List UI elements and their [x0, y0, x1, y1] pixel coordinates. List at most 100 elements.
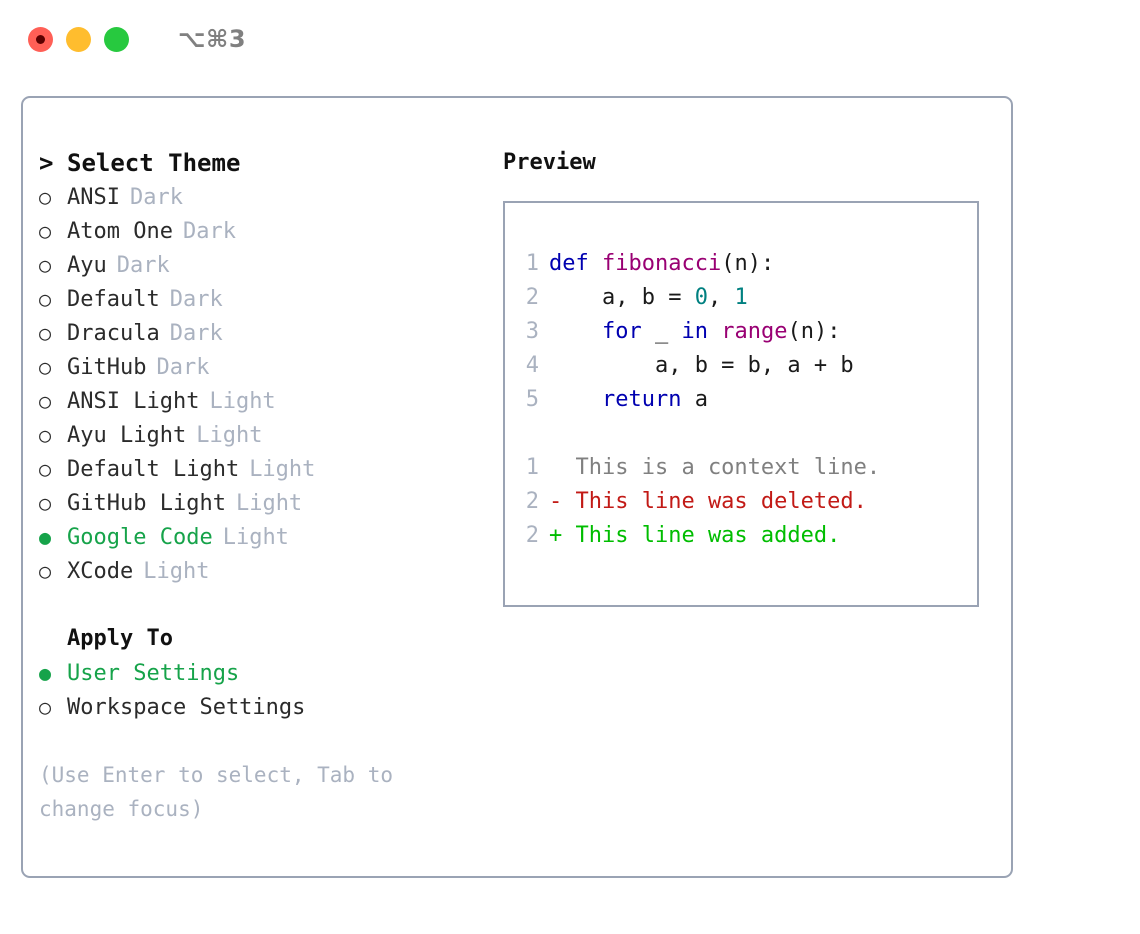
keyboard-hint: (Use Enter to select, Tab to change focu…: [39, 763, 406, 821]
code-token-kw: for: [601, 319, 642, 344]
diff-line: 1 This is a context line.: [505, 451, 977, 485]
theme-variant-tag: Light: [222, 525, 289, 550]
theme-option-label: Ayu Light: [67, 423, 187, 448]
code-token-fn: range: [721, 319, 788, 344]
theme-option-label: Default: [67, 287, 160, 312]
radio-selected-icon: ●: [39, 661, 52, 685]
apply-to-option-label: Workspace Settings: [67, 695, 306, 720]
theme-option-default[interactable]: ○ Default Dark: [39, 282, 479, 316]
code-token-kw: def: [549, 251, 602, 276]
radio-unselected-icon: ○: [39, 491, 52, 515]
diff-line-content-del: - This line was deleted.: [549, 489, 867, 514]
theme-option-label: Google Code: [67, 525, 213, 550]
radio-unselected-icon: ○: [39, 389, 52, 413]
theme-option-default-light[interactable]: ○ Default Light Light: [39, 452, 479, 486]
radio-unselected-icon: ○: [39, 287, 52, 311]
code-token-plain: [708, 319, 721, 344]
minimize-button-icon[interactable]: [66, 26, 91, 52]
code-token-plain: ,: [707, 285, 735, 310]
radio-unselected-icon: ○: [39, 253, 52, 277]
code-token-plain: _: [641, 319, 682, 344]
diff-sample: 1 This is a context line. 2 - This line wa…: [505, 451, 977, 553]
code-token-plain: a, b = b, a + b: [549, 353, 854, 378]
code-line: 3 for _ in range(n):: [505, 315, 977, 349]
theme-option-xcode[interactable]: ○ XCode Light: [39, 554, 479, 588]
code-token-plain: (n):: [787, 319, 841, 344]
apply-to-option-user-settings[interactable]: ●User Settings: [39, 656, 479, 690]
theme-option-github[interactable]: ○ GitHub Dark: [39, 350, 479, 384]
radio-unselected-icon: ○: [39, 559, 52, 583]
close-dot-icon: [36, 34, 45, 44]
traffic-lights: [28, 26, 129, 52]
theme-option-label: Atom One: [67, 219, 173, 244]
theme-option-label: GitHub Light: [67, 491, 226, 516]
code-token-plain: [549, 387, 602, 412]
code-token-plain: (n):: [721, 251, 775, 276]
select-theme-heading: > Select Theme: [39, 146, 479, 180]
theme-variant-tag: Dark: [129, 185, 183, 210]
code-line-content: def fibonacci(n):: [549, 247, 774, 281]
theme-option-label: Dracula: [67, 321, 160, 346]
diff-line-content-add: + This line was added.: [549, 523, 841, 548]
theme-variant-tag: Light: [143, 559, 210, 584]
zoom-button-icon[interactable]: [104, 26, 129, 52]
close-button-icon[interactable]: [28, 26, 53, 52]
theme-variant-tag: Dark: [169, 287, 223, 312]
radio-unselected-icon: ○: [39, 457, 52, 481]
theme-option-label: Default Light: [67, 457, 240, 482]
diff-line: 2 - This line was deleted.: [505, 485, 977, 519]
diff-line-number: 2: [525, 489, 539, 514]
code-token-num: 1: [734, 285, 748, 310]
code-token-plain: a, b =: [549, 285, 695, 310]
theme-option-github-light[interactable]: ○ GitHub Light Light: [39, 486, 479, 520]
code-line-content: a, b = 0, 1: [549, 281, 748, 315]
line-number: 2: [525, 285, 539, 310]
code-line: 4 a, b = b, a + b: [505, 349, 977, 383]
radio-unselected-icon: ○: [39, 423, 52, 447]
title-bar: ⌥⌘3: [0, 0, 1140, 78]
theme-option-label: XCode: [67, 559, 134, 584]
theme-variant-tag: Light: [249, 457, 316, 482]
radio-unselected-icon: ○: [39, 219, 52, 243]
radio-unselected-icon: ○: [39, 185, 52, 209]
code-token-kw: return: [601, 387, 682, 412]
section-spacer: [39, 588, 479, 622]
diff-line-number: 1: [525, 455, 539, 480]
code-line-content: a, b = b, a + b: [549, 349, 854, 383]
theme-variant-tag: Light: [196, 423, 263, 448]
theme-variant-tag: Light: [235, 491, 303, 516]
apply-to-option-list: ●User Settings ○ Workspace Settings: [39, 656, 479, 724]
theme-variant-tag: Dark: [156, 355, 210, 380]
theme-option-label: GitHub: [67, 355, 147, 380]
theme-option-google-code[interactable]: ● Google Code Light: [39, 520, 479, 554]
code-line-content: for _ in range(n):: [549, 315, 840, 349]
code-token-kw: in: [681, 319, 708, 344]
code-line: 5 return a: [505, 383, 977, 417]
select-theme-label: Select Theme: [67, 149, 241, 177]
radio-selected-icon: ●: [39, 525, 52, 549]
theme-option-dracula[interactable]: ○ Dracula Dark: [39, 316, 479, 350]
line-number: 4: [525, 353, 539, 378]
line-number: 3: [525, 319, 539, 344]
theme-variant-tag: Dark: [169, 321, 223, 346]
code-line: 2 a, b = 0, 1: [505, 281, 977, 315]
apply-to-option-workspace-settings[interactable]: ○ Workspace Settings: [39, 690, 479, 724]
apply-to-label: Apply To: [67, 626, 173, 651]
theme-option-label: ANSI Light: [67, 389, 200, 414]
radio-unselected-icon: ○: [39, 695, 52, 719]
code-token-plain: a: [681, 387, 708, 412]
apply-to-heading: Apply To: [39, 622, 479, 656]
radio-unselected-icon: ○: [39, 321, 52, 345]
theme-option-ayu-light[interactable]: ○ Ayu Light Light: [39, 418, 479, 452]
radio-unselected-icon: ○: [39, 355, 52, 379]
